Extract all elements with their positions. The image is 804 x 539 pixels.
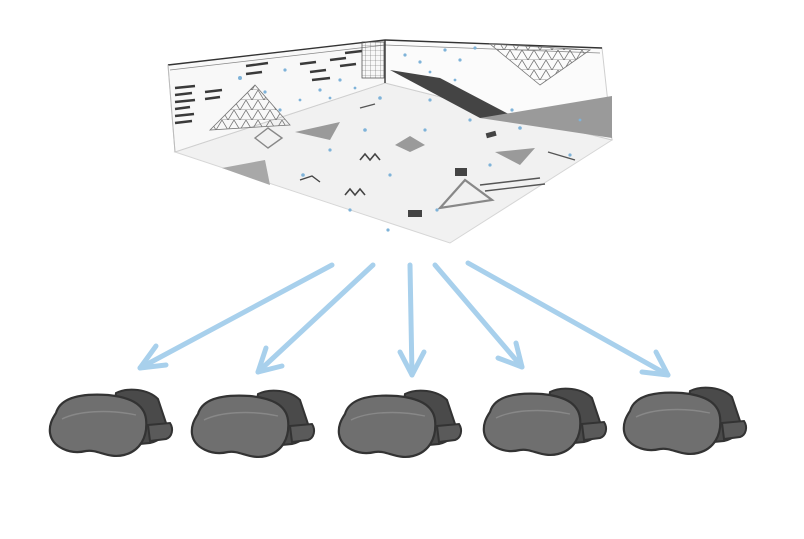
wall-gray-wedge (480, 96, 612, 138)
arrow-3 (397, 262, 427, 378)
wall-dash-marks (174, 49, 363, 125)
wall-dark-wedge (390, 70, 520, 120)
sync-arrows (137, 260, 671, 378)
floor-gray-triangle-2 (222, 160, 270, 185)
floor-zigzag-1 (359, 152, 381, 162)
floor-zigzag-2 (344, 187, 366, 197)
floor-dark-square-2 (408, 210, 422, 217)
wall-triangle-lattice (208, 84, 291, 131)
vr-headset-icon (482, 387, 608, 456)
arrow-1 (137, 262, 335, 371)
vr-headset-icon (190, 389, 316, 458)
floor-gray-triangle-1 (295, 122, 340, 140)
wall-grid-patch (361, 41, 385, 79)
arrow-4 (432, 262, 525, 370)
vr-headsets (48, 386, 748, 458)
arrow-5 (465, 260, 671, 378)
floor-outline-triangle (437, 178, 495, 210)
floor-diamond (395, 136, 425, 152)
floor-dark-square-1 (455, 168, 467, 176)
vr-headset-icon (622, 386, 748, 455)
arrow-2 (255, 262, 376, 375)
room-top-edge-left (167, 39, 386, 66)
wall-triangle-lattice-right (488, 43, 592, 86)
vr-headset-icon (48, 388, 174, 457)
floor-outline-diamond (253, 127, 284, 149)
vr-headset-icon (337, 389, 463, 458)
shared-virtual-room (167, 39, 614, 244)
floor-gray-triangle-3 (495, 148, 535, 165)
